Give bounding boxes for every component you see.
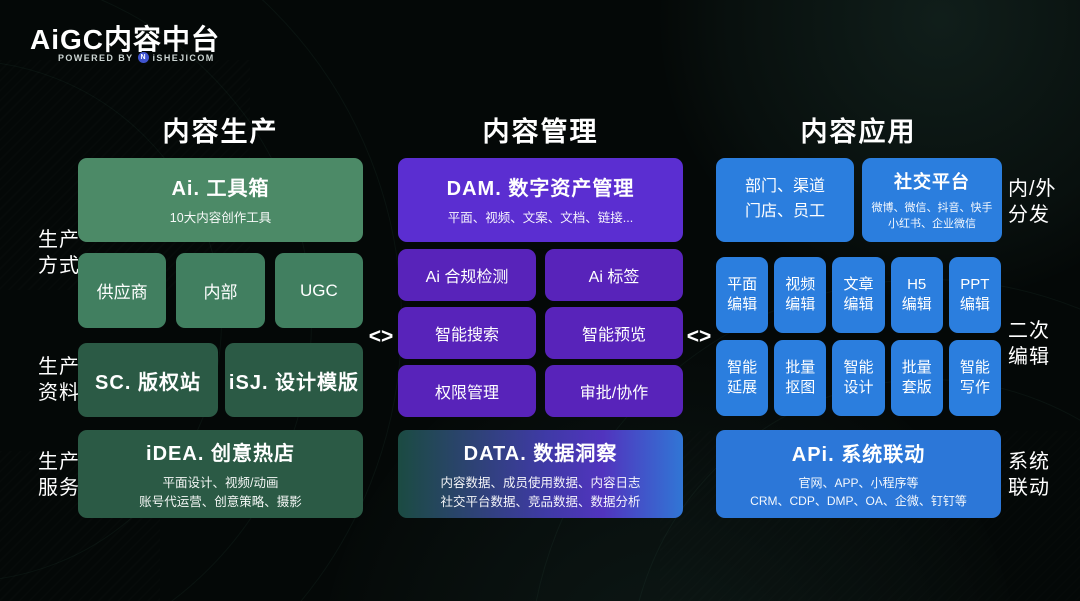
dam-title: DAM. 数字资产管理: [446, 178, 635, 201]
distribution-internal-card: 部门、渠道 门店、员工: [716, 158, 854, 242]
idea-hotshop-title: iDEA. 创意热店: [146, 443, 295, 466]
label-system-linkage: 系统 联动: [1008, 451, 1050, 499]
editor-batch-template: 批量 套版: [890, 340, 943, 416]
powered-by-line: POWERED BY N iSHEJICOM: [58, 52, 215, 63]
api-linkage-title: APi. 系统联动: [791, 444, 926, 467]
editor-batch-cutout: 批量 抠图: [774, 340, 827, 416]
brand-name: iSHEJICOM: [152, 52, 215, 63]
method-ugc: UGC: [274, 253, 363, 328]
header-content-management: 内容管理: [482, 117, 599, 147]
editor-smart-extend: 智能 延展: [716, 340, 769, 416]
data-insight-title: DATA. 数据洞察: [463, 443, 618, 466]
data-insight-card: DATA. 数据洞察 内容数据、成员使用数据、内容日志 社交平台数据、竞品数据、…: [398, 430, 683, 518]
editor-smart-design: 智能 设计: [832, 340, 885, 416]
glow-circle-top-right: [660, 0, 1080, 300]
app-logo-title: AiGC内容中台: [30, 24, 221, 55]
editor-graphic: 平面 编辑: [716, 257, 769, 333]
feature-ai-tags: Ai 标签: [545, 249, 683, 301]
feature-ai-compliance: Ai 合规检测: [398, 249, 536, 301]
header-content-production: 内容生产: [162, 117, 279, 147]
link-production-management-icon: <>: [368, 325, 394, 348]
label-distribution: 内/外 分发: [1008, 178, 1057, 226]
label-production-service: 生产 服务: [38, 451, 80, 499]
editor-video: 视频 编辑: [774, 257, 827, 333]
feature-permission: 权限管理: [398, 365, 536, 417]
label-production-method: 生产 方式: [38, 229, 80, 277]
sc-copyright-card: SC. 版权站: [78, 343, 218, 417]
method-supplier: 供应商: [78, 253, 167, 328]
social-platform-subtitle: 微博、微信、抖音、快手 小红书、企业微信: [871, 201, 993, 231]
editor-ppt: PPT 编辑: [948, 257, 1001, 333]
idea-hotshop-card: iDEA. 创意热店 平面设计、视频/动画 账号代运营、创意策略、摄影: [78, 430, 363, 518]
ai-toolbox-card: Ai. 工具箱 10大内容创作工具: [78, 158, 363, 242]
editors-grid: 平面 编辑 视频 编辑 文章 编辑 H5 编辑 PPT 编辑 智能 延展 批量 …: [716, 257, 1001, 416]
ai-toolbox-title: Ai. 工具箱: [171, 178, 270, 201]
isheji-logo-icon: N: [137, 52, 149, 63]
header-content-application: 内容应用: [800, 117, 917, 147]
label-production-material: 生产 资料: [38, 356, 80, 404]
social-platform-title: 社交平台: [894, 171, 970, 192]
dam-card: DAM. 数字资产管理 平面、视频、文案、文档、链接...: [398, 158, 683, 242]
feature-smart-search: 智能搜索: [398, 307, 536, 359]
method-internal: 内部: [176, 253, 265, 328]
idea-hotshop-subtitle: 平面设计、视频/动画 账号代运营、创意策略、摄影: [139, 476, 302, 509]
data-insight-subtitle: 内容数据、成员使用数据、内容日志 社交平台数据、竞品数据、数据分析: [440, 476, 641, 509]
management-features-grid: Ai 合规检测 Ai 标签 智能搜索 智能预览 权限管理 审批/协作: [398, 249, 683, 417]
isj-template-title: iSJ. 设计模版: [228, 371, 360, 394]
api-linkage-subtitle: 官网、APP、小程序等 CRM、CDP、DMP、OA、企微、钉钉等: [750, 476, 967, 508]
editor-article: 文章 编辑: [832, 257, 885, 333]
social-platform-card: 社交平台 微博、微信、抖音、快手 小红书、企业微信: [862, 158, 1002, 242]
api-linkage-card: APi. 系统联动 官网、APP、小程序等 CRM、CDP、DMP、OA、企微、…: [716, 430, 1001, 518]
feature-approval: 审批/协作: [545, 365, 683, 417]
isj-template-card: iSJ. 设计模版: [225, 343, 363, 417]
powered-by-label: POWERED BY: [58, 52, 134, 63]
production-methods-row: 供应商 内部 UGC: [78, 253, 363, 328]
feature-smart-preview: 智能预览: [545, 307, 683, 359]
editor-h5: H5 编辑: [890, 257, 943, 333]
sc-copyright-title: SC. 版权站: [95, 371, 201, 394]
dam-subtitle: 平面、视频、文案、文档、链接...: [447, 211, 634, 226]
ai-toolbox-subtitle: 10大内容创作工具: [169, 211, 272, 226]
editor-smart-writing: 智能 写作: [948, 340, 1001, 416]
link-management-application-icon: <>: [686, 325, 712, 348]
label-secondary-edit: 二次 编辑: [1008, 320, 1050, 368]
